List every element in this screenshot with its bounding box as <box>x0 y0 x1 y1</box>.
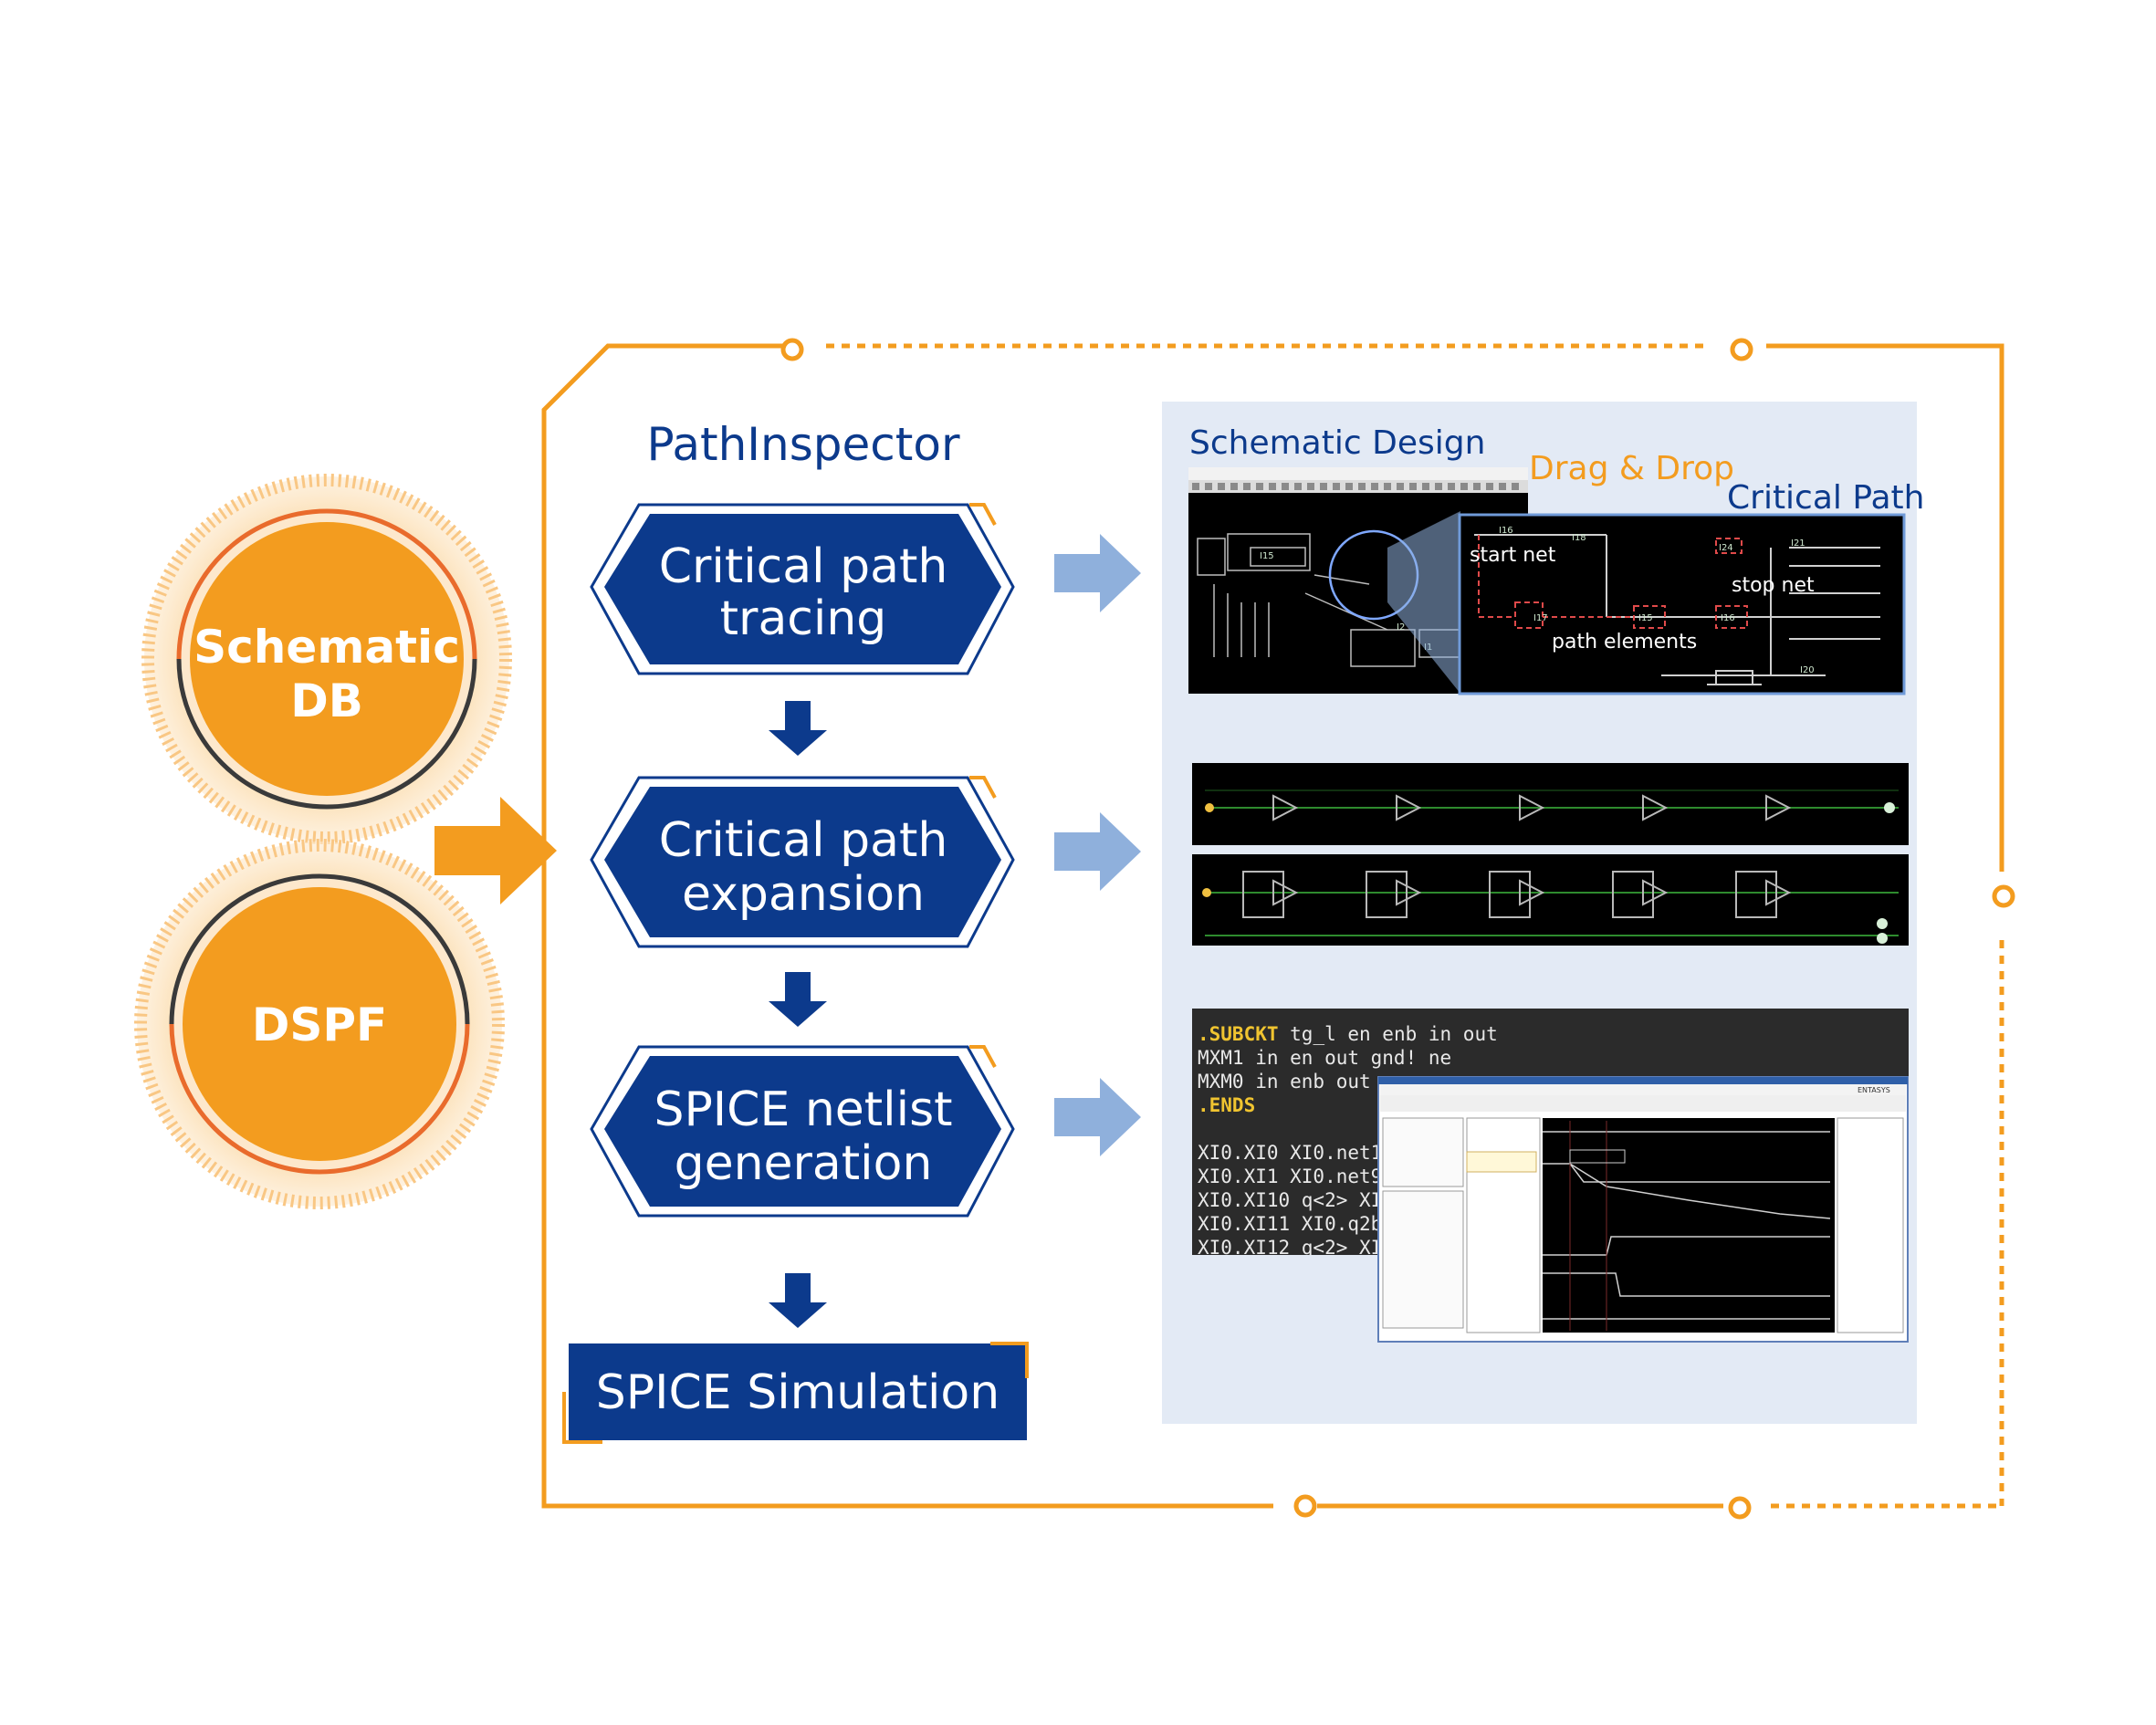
input-arrow <box>434 797 557 904</box>
svg-text:I17: I17 <box>1533 613 1548 623</box>
orange-frame <box>541 343 2004 1509</box>
frame-node <box>1992 884 2015 908</box>
waveform-logo: ENTASYS <box>1858 1086 1890 1094</box>
netlist-line: XI0.XI10 q<2> XI0 <box>1198 1189 1394 1211</box>
step-simulation: SPICE Simulation <box>562 1342 1029 1444</box>
down-arrows <box>769 701 827 1328</box>
step-tracing-line2: tracing <box>720 591 887 646</box>
stop-net-label: stop net <box>1732 574 1815 597</box>
svg-text:I24: I24 <box>1719 543 1733 553</box>
svg-text:I16: I16 <box>1499 526 1513 536</box>
critical-path-screenshot: start net stop net path elements I16 I18… <box>1458 513 1906 695</box>
dspf-node: DSPF <box>134 839 505 1209</box>
frame-nodes <box>780 338 2015 1520</box>
waveform-screenshot: ENTASYS <box>1377 1076 1909 1343</box>
critical-path-label: Critical Path <box>1727 479 1924 517</box>
down-arrow <box>769 972 827 1027</box>
schematic-design-label: Schematic Design <box>1189 424 1485 462</box>
svg-text:I21: I21 <box>1791 538 1805 549</box>
svg-text:I2: I2 <box>1397 622 1405 632</box>
expansion-screenshot-1 <box>1192 763 1909 845</box>
right-arrows <box>1054 534 1141 1156</box>
step-netlist-line2: generation <box>675 1136 933 1191</box>
step-netlist-line1: SPICE netlist <box>654 1082 952 1137</box>
step-expansion: Critical path expansion <box>590 776 1015 948</box>
frame-node <box>780 338 804 361</box>
schematic-db-label-1: Schematic <box>194 621 460 674</box>
dspf-label: DSPF <box>252 998 387 1051</box>
netlist-line: XI0.XI1 XI0.net94 <box>1198 1166 1394 1187</box>
svg-text:I18: I18 <box>1572 533 1586 543</box>
path-elements-label: path elements <box>1552 631 1697 653</box>
frame-node <box>1730 338 1753 361</box>
schematic-db-label-2: DB <box>290 674 363 727</box>
frame-node <box>1293 1494 1317 1518</box>
step-expansion-line2: expansion <box>682 867 925 922</box>
down-arrow <box>769 1273 827 1328</box>
netlist-line: XI0.XI0 XI0.net10 <box>1198 1142 1394 1164</box>
down-arrow <box>769 701 827 756</box>
netlist-line: MXM0 in enb out v <box>1198 1071 1394 1092</box>
step-netlist: SPICE netlist generation <box>590 1045 1015 1218</box>
expansion-screenshot-2 <box>1192 854 1909 946</box>
step-simulation-label: SPICE Simulation <box>596 1365 1000 1420</box>
schematic-db-node: Schematic DB <box>141 474 512 844</box>
right-arrow <box>1054 1078 1141 1156</box>
svg-text:I15: I15 <box>1260 551 1274 561</box>
svg-text:I16: I16 <box>1721 613 1735 623</box>
netlist-line: .ENDS <box>1198 1094 1255 1116</box>
svg-text:I15: I15 <box>1638 613 1653 623</box>
step-expansion-line1: Critical path <box>659 813 948 868</box>
netlist-line: XI0.XI11 XI0.q2b <box>1198 1213 1382 1235</box>
drag-drop-label: Drag & Drop <box>1529 450 1734 487</box>
step-tracing: Critical path tracing <box>590 503 1015 675</box>
frame-node <box>1728 1496 1752 1520</box>
start-net-label: start net <box>1470 544 1556 567</box>
netlist-line: .SUBCKT tg_l en enb in out <box>1198 1023 1498 1045</box>
tool-title: PathInspector <box>646 418 960 471</box>
right-arrow <box>1054 534 1141 612</box>
step-tracing-line1: Critical path <box>659 539 948 594</box>
svg-text:I20: I20 <box>1800 665 1815 675</box>
right-arrow <box>1054 812 1141 891</box>
netlist-line: MXM1 in en out gnd! ne <box>1198 1047 1451 1069</box>
